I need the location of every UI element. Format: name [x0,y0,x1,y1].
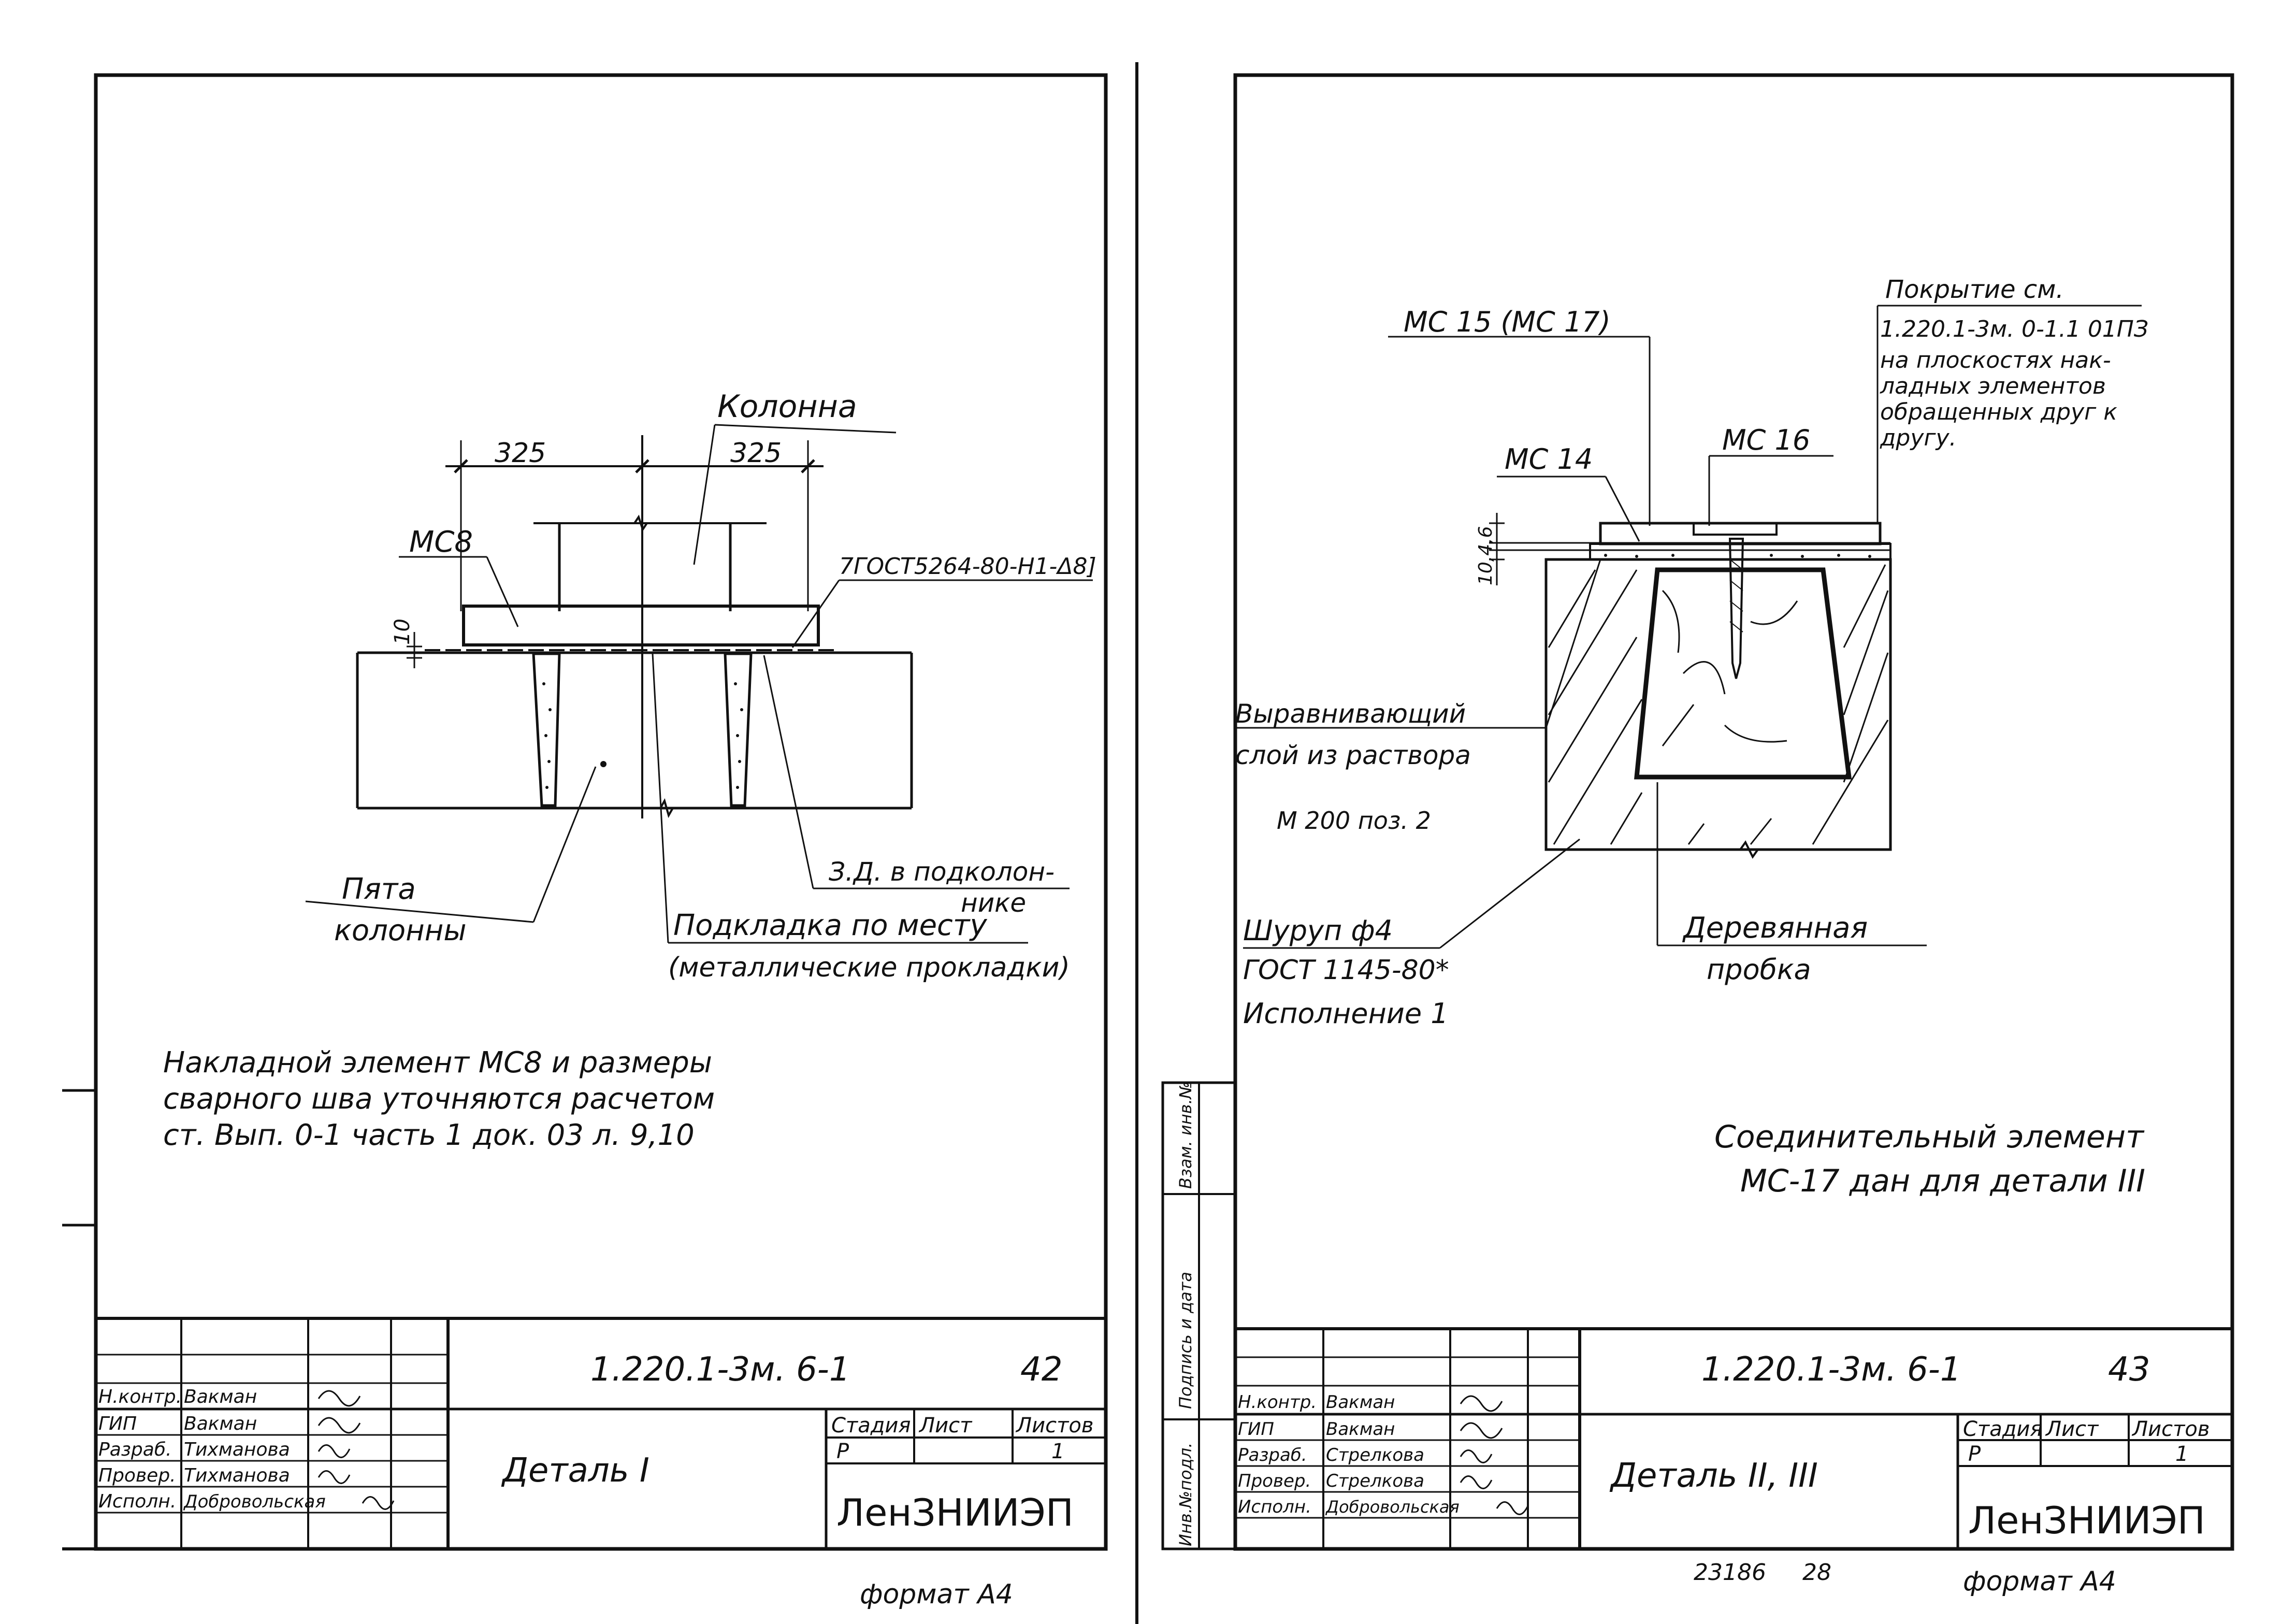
signature-mark [1460,1395,1503,1412]
right-format: формат А4 [1963,1566,2116,1597]
left-sig-role: Н.контр. [98,1386,182,1407]
detail-1-drawing: 325 325 Колонна МС8 7ГОСТ5264-80-Н1-Δ8] … [305,389,1096,983]
right-sheet: Инв.№подл. Подпись и дата Взам. инв.№ [1161,73,2234,1597]
base-label-1: Пята [342,872,416,906]
left-note-line-1: Накладной элемент МС8 и размеры [163,1046,712,1080]
right-sig-role: Разраб. [1238,1445,1307,1465]
left-note-line-3: ст. Вып. 0-1 часть 1 док. 03 л. 9,10 [163,1118,695,1152]
right-sig-role: Провер. [1238,1471,1311,1491]
dim-vertical-label: 10 [391,619,414,645]
copy-number: 28 [1802,1559,1831,1586]
right-sig-name: Стрелкова [1326,1471,1424,1491]
coating-line-6: другу. [1880,425,1957,451]
left-stage-value: Р [836,1440,849,1463]
left-sheet: 325 325 Колонна МС8 7ГОСТ5264-80-Н1-Δ8] … [62,73,1108,1610]
embedded-label-1: З.Д. в подколон- [829,857,1055,887]
left-sig-name: Тихманова [184,1439,290,1460]
right-sig-role: ГИП [1238,1419,1274,1440]
dim-right-label: 325 [730,438,782,469]
right-sig-name: Вакман [1326,1392,1395,1413]
left-sig-role: Исполн. [98,1491,176,1512]
screw-line-1: Шуруп ф4 [1243,914,1393,947]
right-sig-name: Вакман [1326,1419,1395,1440]
right-sig-name: Стрелкова [1326,1445,1424,1465]
signature-mark [1460,1475,1493,1489]
left-sig-role: Провер. [98,1465,176,1486]
right-sig-name: Добровольская [1325,1497,1460,1517]
right-frame [1233,73,2234,1551]
left-format: формат А4 [860,1579,1013,1610]
signature-mark [317,1444,351,1458]
mc8-label: МС8 [409,525,473,559]
left-note-line-2: сварного шва уточняются расчетом [163,1082,715,1116]
right-sheets-value: 1 [2175,1442,2188,1466]
weld-note-label: 7ГОСТ5264-80-Н1-Δ8] [839,553,1096,580]
signature-mark [317,1470,351,1484]
side-stamp-signature: Подпись и дата [1176,1272,1195,1409]
left-sheets-header: Листов [1015,1414,1093,1438]
right-sheet-header: Лист [2045,1417,2099,1441]
right-sig-role: Н.контр. [1238,1392,1317,1413]
left-title-block [96,1317,1106,1549]
left-frame [94,73,1108,1551]
detail-2-3-drawing: МС 15 (МС 17) МС 14 МС 16 Покрытие см. 1… [1235,275,2148,1030]
right-sheets-header: Листов [2131,1417,2210,1441]
left-sheet-header: Лист [918,1414,973,1438]
coating-line-2: 1.220.1-3м. 0-1.1 01ПЗ [1880,316,2148,342]
left-sig-name: Добровольская [183,1491,326,1512]
shim-label-2: (металлические прокладки) [668,952,1070,983]
left-drawing-name: Деталь I [501,1451,649,1490]
coating-line-5: обращенных друг к [1880,399,2117,425]
signature-mark [317,1390,361,1407]
screw-line-2: ГОСТ 1145-80* [1243,955,1449,986]
right-note-line-1: Соединительный элемент [1714,1119,2145,1155]
right-note-line-2: МС-17 дан для детали III [1740,1163,2145,1199]
signature-mark [317,1417,361,1434]
shim-label-1: Подкладка по месту [673,909,987,942]
coating-line-1: Покрытие см. [1885,275,2064,304]
left-sheets-value: 1 [1051,1440,1064,1463]
base-label-2: колонны [334,914,467,947]
signature-mark [1496,1501,1529,1515]
archive-number: 23186 [1694,1559,1766,1586]
left-title-code: 1.220.1-3м. 6-1 [590,1350,850,1389]
signature-mark [1460,1422,1503,1439]
right-stage-header: Стадия [1963,1417,2042,1441]
leveling-line-2: слой из раствора [1235,740,1471,770]
right-org: ЛенЗНИИЭП [1968,1499,2205,1542]
right-sheet-number: 43 [2108,1350,2150,1389]
side-stamp-replace: Взам. инв.№ [1176,1082,1195,1189]
dims-vertical-label: 10,4,6 [1475,526,1496,585]
column-label: Колонна [717,389,857,425]
right-drawing-name: Деталь II, III [1609,1457,1818,1495]
coating-line-3: на плоскостях нак- [1880,347,2111,373]
left-sig-name: Тихманова [184,1465,290,1486]
left-sig-role: Разраб. [98,1439,171,1460]
plug-line-1: Деревянная [1682,911,1868,945]
right-title-code: 1.220.1-3м. 6-1 [1701,1350,1961,1389]
right-sig-role: Исполн. [1238,1497,1311,1517]
leveling-line-3: М 200 поз. 2 [1277,807,1431,835]
leveling-line-1: Выравнивающий [1235,699,1466,729]
right-stage-value: Р [1968,1442,1981,1466]
signature-mark [1460,1449,1493,1463]
left-sheet-number: 42 [1020,1350,1062,1389]
left-stage-header: Стадия [831,1414,911,1438]
side-stamp-inv: Инв.№подл. [1176,1443,1195,1546]
embedded-label-2: нике [961,888,1026,918]
left-sig-name: Вакман [184,1386,257,1407]
signature-mark [362,1496,395,1510]
plug-line-2: пробка [1707,953,1811,986]
left-org: ЛенЗНИИЭП [836,1491,1074,1534]
mc15-label: МС 15 (МС 17) [1404,306,1611,338]
right-title-block [1235,1327,2232,1549]
mc14-label: МС 14 [1505,443,1593,476]
left-sig-role: ГИП [98,1413,137,1434]
mc16-label: МС 16 [1722,424,1810,456]
coating-line-4: ладных элементов [1880,373,2106,399]
dim-left-label: 325 [495,438,546,469]
screw-line-3: Исполнение 1 [1243,997,1449,1030]
left-sig-name: Вакман [184,1413,257,1434]
